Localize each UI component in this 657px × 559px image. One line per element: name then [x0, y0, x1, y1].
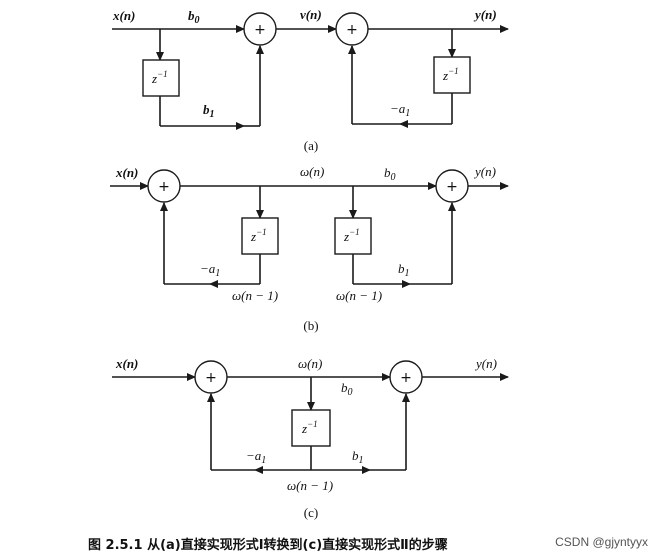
a-delay-label-2: z−1	[442, 66, 459, 83]
c-adder-2-sign: +	[400, 370, 412, 386]
diagram-b: + + x(n) ω(n) b0 y(n) z−1 z−1 −a1 b1 ω(n…	[110, 164, 509, 333]
b-delay-box-1	[241, 217, 279, 255]
b-delay-label-1: z−1	[250, 227, 267, 244]
watermark: CSDN @gjyntyyx	[555, 535, 648, 549]
b-adder-2-sign: +	[446, 179, 458, 195]
c-b0-label: b0	[341, 380, 353, 398]
b-state-label-1: ω(n − 1)	[232, 288, 278, 303]
b-delay-label-2: z−1	[343, 227, 360, 244]
b-w-label: ω(n)	[300, 164, 324, 179]
diagram-c: + + x(n) ω(n) b0 y(n) z−1 −a1 b1 ω(n − 1…	[112, 356, 509, 520]
a-delay-label-1: z−1	[151, 69, 168, 86]
c-b1-label: b1	[352, 448, 364, 466]
b-b0-label: b0	[384, 165, 396, 183]
b-a1-label: −a1	[200, 261, 220, 279]
c-adder-1-sign: +	[205, 370, 217, 386]
b-output-label: y(n)	[473, 164, 496, 179]
c-delay-box	[291, 409, 331, 447]
a-b0-label: b0	[188, 8, 200, 26]
figure-caption: 图 2.5.1 从(a)直接实现形式Ⅰ转换到(c)直接实现形式Ⅱ的步骤	[88, 537, 448, 553]
a-v-label: v(n)	[300, 7, 322, 22]
a-input-label: x(n)	[112, 8, 135, 23]
a-b1-label: b1	[203, 102, 215, 120]
a-caption: (a)	[304, 138, 318, 153]
c-delay-label: z−1	[301, 419, 318, 436]
b-b1-label: b1	[398, 261, 410, 279]
c-state-label: ω(n − 1)	[287, 478, 333, 493]
c-caption: (c)	[304, 505, 318, 520]
b-caption: (b)	[303, 318, 318, 333]
diagram-a: + + x(n) b0 v(n) y(n) z−1 z−1 b1 −a1 (a)	[112, 7, 509, 153]
a-a1-label: −a1	[390, 101, 410, 119]
c-input-label: x(n)	[115, 356, 138, 371]
c-output-label: y(n)	[474, 356, 497, 371]
b-adder-1-sign: +	[158, 179, 170, 195]
a-output-label: y(n)	[473, 7, 497, 22]
a-adder-2-sign: +	[346, 22, 358, 38]
b-input-label: x(n)	[115, 165, 138, 180]
a-adder-1-sign: +	[254, 22, 266, 38]
c-a1-label: −a1	[246, 448, 266, 466]
b-delay-box-2	[334, 217, 372, 255]
a-delay-box-2	[433, 56, 471, 94]
a-delay-box-1	[142, 59, 180, 97]
c-w-label: ω(n)	[298, 356, 322, 371]
b-state-label-2: ω(n − 1)	[336, 288, 382, 303]
